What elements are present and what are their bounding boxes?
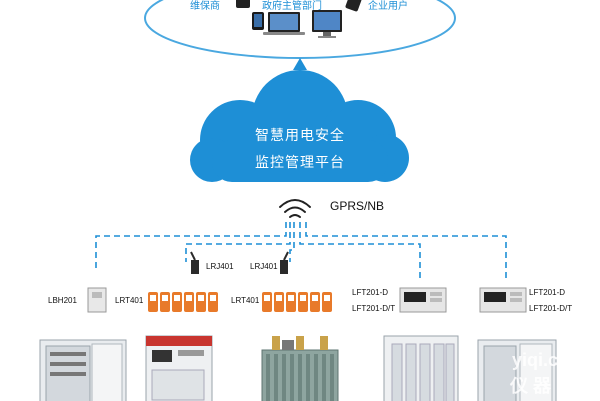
platform-cloud [190,70,409,182]
lrt401-label-right: LRT401 [231,296,260,305]
lbh201-label: LBH201 [48,296,77,305]
lrj401-label-left: LRJ401 [206,262,234,271]
watermark-sub: 仪 器 网 [510,376,575,396]
laptop-icon [263,12,305,35]
lft201-d-label-left: LFT201-D [352,288,389,297]
maintenance-label: 维保商 [190,1,220,12]
lft201-dt-label-right: LFT201-D/T [529,304,573,313]
distribution-box-open [39,339,127,401]
wireless-signal-icon [279,199,311,218]
tablet-icon [252,12,264,30]
transformer [261,336,339,401]
distribution-box-right [477,339,557,401]
lrj401-antenna-left [190,251,199,274]
lft201-device-right [479,287,527,313]
lft201-d-label-right: LFT201-D [529,288,566,297]
government-label: 政府主管部门 [262,1,322,12]
watermark-main: yiqi.com [512,350,586,370]
lft201-dt-label-left: LFT201-D/T [352,304,396,313]
lrt401-label-left: LRT401 [115,296,144,305]
platform-title-line2: 监控管理平台 [255,155,345,171]
desktop-monitor-icon [312,10,342,38]
lrj401-antenna-right [280,251,289,274]
network-label: GPRS/NB [330,199,385,213]
upload-arrow-head [293,58,307,70]
lbh201-device [87,287,107,313]
phone-icon [236,0,250,8]
network-dashed-lines [95,222,507,280]
low-voltage-cabinet-row [383,335,459,401]
lft201-device-left [399,287,447,313]
smartphone-icon [345,0,362,12]
lrj401-label-right: LRJ401 [250,262,278,271]
lrt401-sensors-left [148,292,218,312]
platform-title-line1: 智慧用电安全 [255,128,345,144]
enterprise-label: 企业用户 [368,1,408,12]
switchgear-cabinet [145,335,213,401]
lrt401-sensors-right [262,292,332,312]
